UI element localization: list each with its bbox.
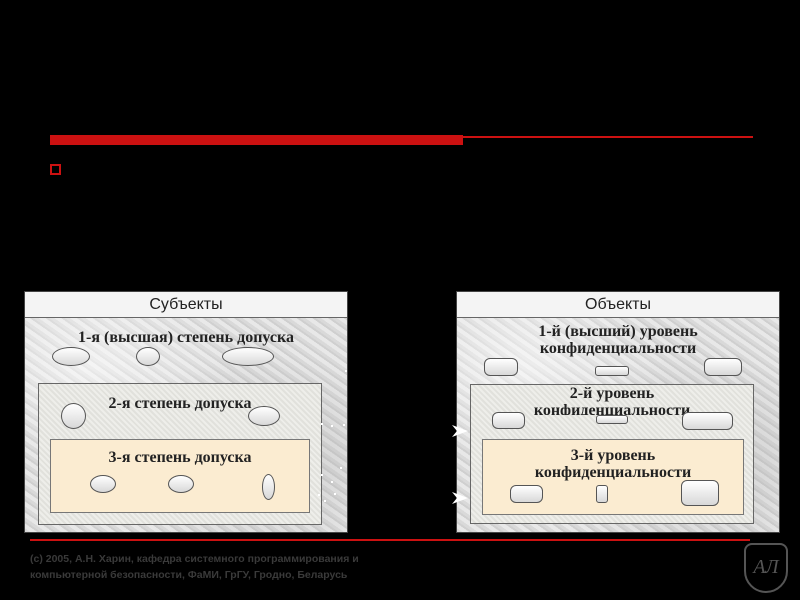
object-shape <box>484 358 518 376</box>
dotted-arrow-line <box>340 467 342 469</box>
title-underline-thick <box>50 135 463 145</box>
subject-shape <box>52 347 90 366</box>
subjects-level2-box: 2-я степень допуска 3-я степень допуска <box>38 383 322 525</box>
dotted-arrow-line <box>334 493 336 495</box>
footer-copyright: (с) 2005, А.Н. Харин, кафедра системного… <box>30 551 550 583</box>
objects-level3-box: 3-й уровень конфиденциальности <box>482 439 744 515</box>
subjects-level3-title: 3-я степень допуска <box>108 449 252 466</box>
dotted-arrow-line <box>321 474 323 476</box>
subjects-panel: Субъекты 1-я (высшая) степень допуска 2-… <box>24 291 348 533</box>
dotted-arrow-line <box>343 424 345 426</box>
subjects-level3-box: 3-я степень допуска <box>50 439 310 513</box>
access-arrows <box>452 425 468 504</box>
footer-divider <box>30 539 750 541</box>
logo-monogram: АЛ <box>753 556 779 578</box>
footer-line-1: (с) 2005, А.Н. Харин, кафедра системного… <box>30 553 359 565</box>
subjects-level1-title: 1-я (высшая) степень допуска <box>78 329 294 346</box>
subject-shape <box>168 475 194 493</box>
subject-shape <box>90 475 116 493</box>
objects-level1-title-line2: конфиденциальности <box>539 340 697 357</box>
objects-level3-title-line1: 3-й уровень <box>570 447 656 464</box>
object-shape <box>681 480 719 506</box>
dotted-arrow-line <box>331 481 333 483</box>
subject-shape <box>61 403 86 429</box>
dotted-arrow-line <box>321 423 323 425</box>
objects-level1-title-line1: 1-й (высший) уровень <box>538 323 698 340</box>
title-underline-thin <box>463 136 753 138</box>
object-shape <box>596 485 608 503</box>
objects-level2-box: 2-й уровень конфиденциальности 3-й урове… <box>470 384 754 524</box>
object-shape <box>492 412 525 429</box>
objects-level2-title-line1: 2-й уровень <box>569 385 655 402</box>
dotted-arrow-line <box>324 500 326 502</box>
subjects-panel-title: Субъекты <box>25 292 347 318</box>
subject-shape <box>262 474 275 500</box>
dotted-arrow-line <box>331 425 333 427</box>
objects-level2-title-line2: конфиденциальности <box>533 402 691 415</box>
footer-line-2: компьютерной безопасности, ФаМИ, ГрГУ, Г… <box>30 569 348 581</box>
subject-shape <box>248 406 280 426</box>
subject-shape <box>136 347 160 366</box>
objects-panel-title: Объекты <box>457 292 779 318</box>
dotted-arrow-line <box>318 494 320 496</box>
arrow-head-icon <box>452 492 468 504</box>
object-shape <box>596 415 628 424</box>
object-shape <box>682 412 733 430</box>
objects-level3-title-line2: конфиденциальности <box>534 464 692 481</box>
object-shape <box>704 358 742 376</box>
subjects-level2-title: 2-я степень допуска <box>108 395 252 412</box>
object-shape <box>510 485 543 503</box>
objects-panel: Объекты 1-й (высший) уровень конфиденциа… <box>456 291 780 533</box>
monogram-shield-icon: АЛ <box>744 543 788 593</box>
subject-shape <box>222 347 274 366</box>
bullet-square-icon <box>50 164 61 175</box>
object-shape <box>595 366 629 376</box>
dotted-arrow-line <box>345 370 347 372</box>
arrow-head-icon <box>452 425 468 437</box>
